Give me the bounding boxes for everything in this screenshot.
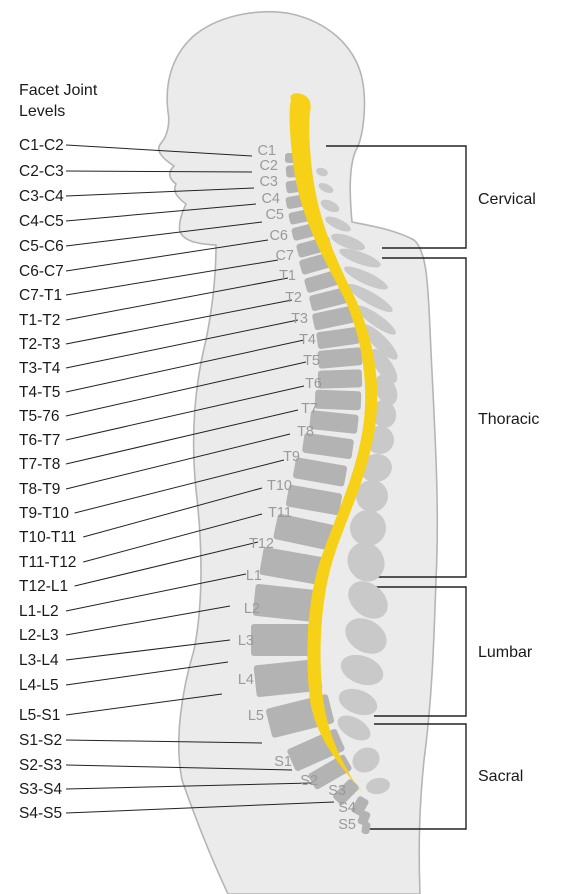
facet-joint-label: T12-L1 <box>19 578 68 595</box>
vertebra-label: T1 <box>279 268 296 284</box>
vertebra-label: C7 <box>275 248 294 264</box>
facet-joint-label: T7-T8 <box>19 456 60 473</box>
vertebra-label: S3 <box>328 783 346 799</box>
vertebra-label: T4 <box>299 332 316 348</box>
facet-joint-label: C2-C3 <box>19 163 64 180</box>
facet-joint-label: C7-T1 <box>19 287 62 304</box>
facet-joint-label: L1-L2 <box>19 603 59 620</box>
facet-joint-label: T5-76 <box>19 408 60 425</box>
facet-joint-label: T1-T2 <box>19 312 60 329</box>
vertebra-label: L4 <box>238 672 254 688</box>
facet-joint-labels: C1-C2C2-C3C3-C4C4-C5C5-C6C6-C7C7-T1T1-T2… <box>19 137 76 822</box>
facet-joint-label: C4-C5 <box>19 213 64 230</box>
facet-joint-label: L4-L5 <box>19 677 59 694</box>
facet-joint-label: S3-S4 <box>19 781 62 798</box>
vertebra-label: S4 <box>338 800 356 816</box>
facet-joint-label: C3-C4 <box>19 188 64 205</box>
vertebra-label: L3 <box>238 633 254 649</box>
facet-joint-label: T8-T9 <box>19 481 60 498</box>
region-label-cervical: Cervical <box>478 191 536 208</box>
vertebra-label: L1 <box>246 568 262 584</box>
vertebra-label: T3 <box>291 311 308 327</box>
vertebra-label: T12 <box>249 536 274 552</box>
facet-joint-label: S4-S5 <box>19 805 62 822</box>
facet-joint-label: T3-T4 <box>19 360 61 377</box>
vertebral-body <box>318 369 363 389</box>
facet-joint-label: T2-T3 <box>19 336 60 353</box>
vertebral-body <box>315 390 362 411</box>
facet-joint-label: L3-L4 <box>19 652 59 669</box>
vertebra-label: T11 <box>268 505 292 521</box>
vertebra-label: T5 <box>303 353 320 369</box>
facet-joint-label: T9-T10 <box>19 505 69 522</box>
title-line-2: Levels <box>19 103 65 120</box>
vertebra-label: T2 <box>285 290 302 306</box>
vertebra-label: C1 <box>257 143 276 159</box>
vertebra-label: T10 <box>267 478 292 494</box>
facet-joint-label: S1-S2 <box>19 732 62 749</box>
vertebra-label: L2 <box>244 601 260 617</box>
facet-joint-label: T6-T7 <box>19 432 60 449</box>
facet-joint-label: S2-S3 <box>19 757 62 774</box>
facet-joint-label: C6-C7 <box>19 263 64 280</box>
region-label-thoracic: Thoracic <box>478 411 539 428</box>
title-line-1: Facet Joint <box>19 82 98 99</box>
vertebra-label: C4 <box>261 191 280 207</box>
region-label-lumbar: Lumbar <box>478 644 533 661</box>
vertebra-label: C6 <box>269 228 288 244</box>
vertebra-label: C5 <box>265 207 284 223</box>
vertebral-body <box>251 624 317 656</box>
vertebra-label: L5 <box>248 708 264 724</box>
vertebra-label: S2 <box>300 773 318 789</box>
facet-joint-label: C1-C2 <box>19 137 64 154</box>
vertebra-label: T8 <box>297 424 314 440</box>
vertebra-label: S5 <box>338 817 356 833</box>
region-label-sacral: Sacral <box>478 768 523 785</box>
facet-joint-label: L5-S1 <box>19 707 60 724</box>
facet-joint-label: T10-T11 <box>19 529 76 546</box>
facet-joint-label: C5-C6 <box>19 238 64 255</box>
vertebra-label: T6 <box>305 376 322 392</box>
vertebra-label: C3 <box>259 174 278 190</box>
facet-joint-label: T4-T5 <box>19 384 60 401</box>
facet-joint-label: L2-L3 <box>19 627 59 644</box>
vertebra-label: T9 <box>283 449 300 465</box>
vertebra-label: C2 <box>259 158 278 174</box>
vertebra-label: S1 <box>274 754 292 770</box>
vertebra-label: T7 <box>301 401 318 417</box>
facet-joint-label: T11-T12 <box>19 554 76 571</box>
vertebral-body <box>317 347 362 369</box>
